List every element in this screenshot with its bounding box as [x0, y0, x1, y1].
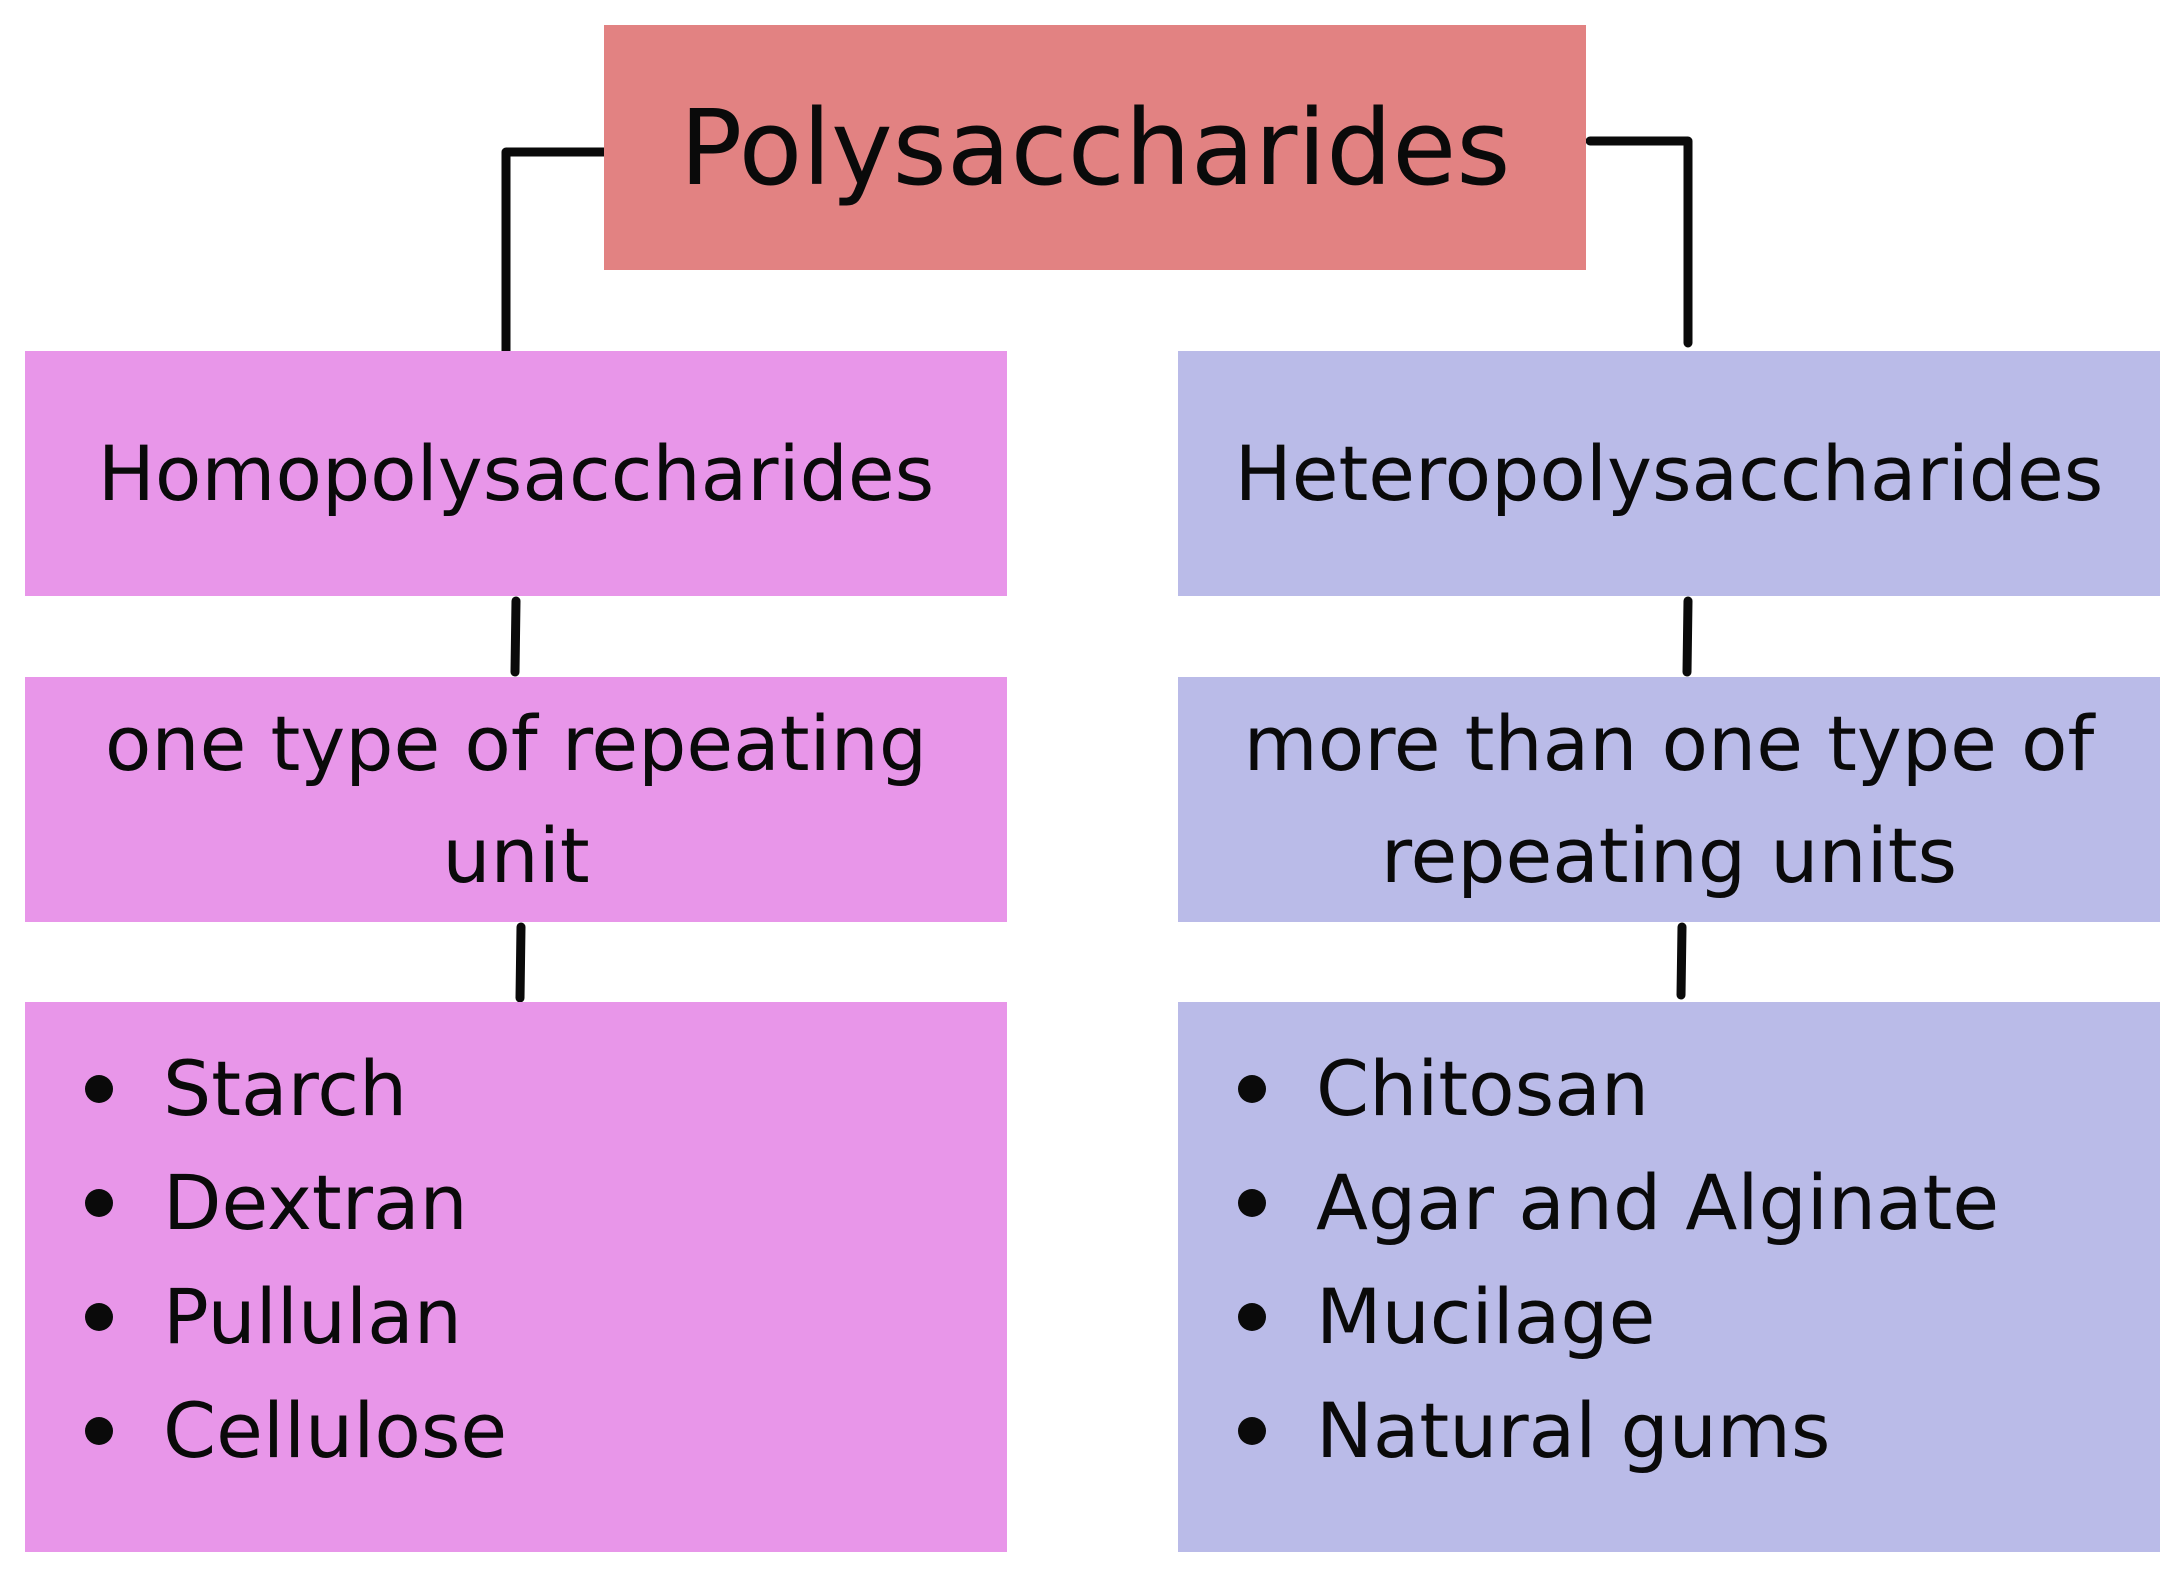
- bullet-icon: [1238, 1189, 1266, 1217]
- example-label: Mucilage: [1316, 1272, 1656, 1361]
- homopolysaccharides-title: Homopolysaccharides: [97, 429, 935, 518]
- example-label: Starch: [163, 1044, 408, 1133]
- bullet-icon: [1238, 1303, 1266, 1331]
- bullet-icon: [1238, 1075, 1266, 1103]
- example-label: Natural gums: [1316, 1386, 1831, 1475]
- list-item: Cellulose: [85, 1374, 507, 1488]
- branch-homopolysaccharides-title-box: Homopolysaccharides: [25, 351, 1007, 596]
- bullet-icon: [1238, 1417, 1266, 1445]
- bullet-icon: [85, 1417, 113, 1445]
- heteropolysaccharides-title: Heteropolysaccharides: [1234, 429, 2104, 518]
- connector-homo-title-to-description: [510, 596, 521, 677]
- list-item: Chitosan: [1238, 1032, 1999, 1146]
- heteropolysaccharides-description: more than one type of repeating units: [1243, 698, 2095, 900]
- homopolysaccharides-description: one type of repeating unit: [104, 698, 928, 900]
- connector-root-to-homopolysaccharides: [501, 147, 611, 357]
- list-item: Natural gums: [1238, 1374, 1999, 1488]
- bullet-icon: [85, 1189, 113, 1217]
- example-label: Cellulose: [163, 1386, 508, 1475]
- list-item: Pullulan: [85, 1260, 507, 1374]
- bullet-icon: [85, 1303, 113, 1331]
- example-label: Chitosan: [1316, 1044, 1649, 1133]
- example-label: Dextran: [163, 1158, 468, 1247]
- list-item: Dextran: [85, 1146, 507, 1260]
- connector-hetero-title-to-description: [1682, 596, 1693, 677]
- branch-heteropolysaccharides-title-box: Heteropolysaccharides: [1178, 351, 2160, 596]
- homopolysaccharides-example-list: Starch Dextran Pullulan Cellulose: [85, 1032, 507, 1488]
- example-label: Agar and Alginate: [1316, 1158, 2000, 1247]
- heteropolysaccharides-example-list: Chitosan Agar and Alginate Mucilage Natu…: [1238, 1032, 1999, 1488]
- connector-root-to-heteropolysaccharides: [1585, 136, 1693, 348]
- example-label: Pullulan: [163, 1272, 462, 1361]
- homopolysaccharides-examples-box: Starch Dextran Pullulan Cellulose: [25, 1002, 1007, 1552]
- homopolysaccharides-description-box: one type of repeating unit: [25, 677, 1007, 922]
- connector-homo-description-to-list: [515, 922, 526, 1003]
- root-label: Polysaccharides: [679, 86, 1511, 209]
- list-item: Agar and Alginate: [1238, 1146, 1999, 1260]
- list-item: Mucilage: [1238, 1260, 1999, 1374]
- bullet-icon: [85, 1075, 113, 1103]
- connector-hetero-description-to-list: [1676, 922, 1687, 1000]
- root-node-polysaccharides: Polysaccharides: [604, 25, 1586, 270]
- list-item: Starch: [85, 1032, 507, 1146]
- heteropolysaccharides-description-box: more than one type of repeating units: [1178, 677, 2160, 922]
- heteropolysaccharides-examples-box: Chitosan Agar and Alginate Mucilage Natu…: [1178, 1002, 2160, 1552]
